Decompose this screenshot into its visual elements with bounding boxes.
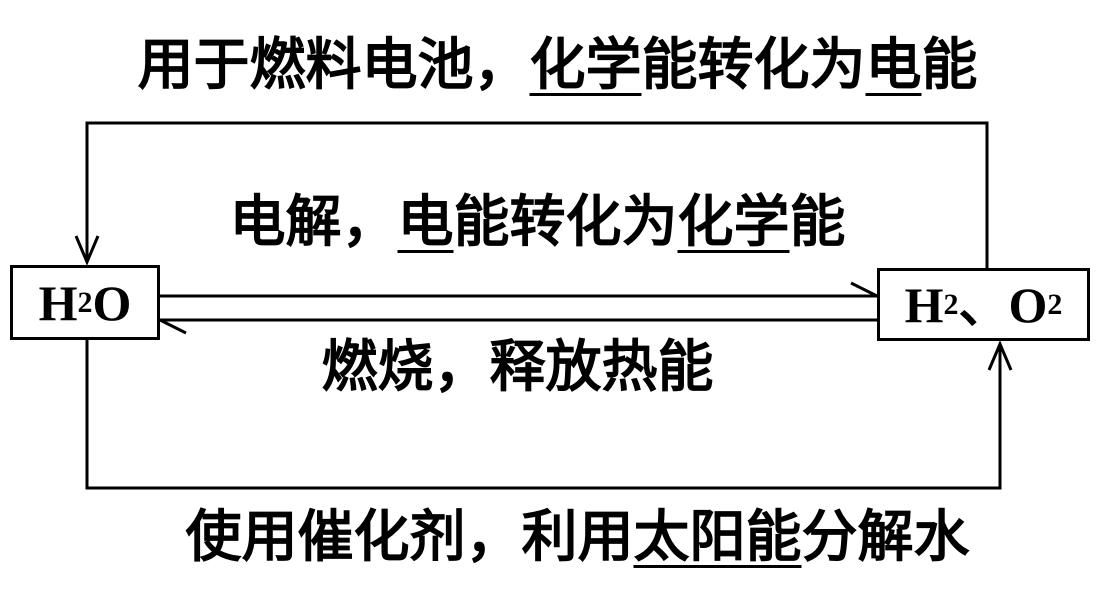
- top-loop-arrowhead: [74, 235, 100, 266]
- node-h2-h: H: [904, 276, 944, 333]
- caption-solar-underlined: 太阳能: [633, 505, 802, 570]
- forward-arrowhead: [850, 281, 878, 298]
- caption-solar-part: 分解水: [801, 505, 970, 570]
- caption-electrolysis: 电解，电能转化为化学能: [0, 195, 1095, 251]
- caption-fuel-cell-part: 用于燃料电池，: [137, 33, 530, 98]
- caption-electrolysis-underlined: 电: [397, 190, 454, 255]
- caption-fuel-cell-underlined: 化学: [529, 33, 642, 98]
- caption-fuel-cell-part: 能: [921, 33, 978, 98]
- node-water-h: H: [38, 274, 78, 331]
- caption-combustion: 燃烧，释放热能: [321, 335, 714, 400]
- caption-fuel-cell-underlined: 电: [865, 33, 922, 98]
- node-h2-subscript: 2: [943, 287, 959, 321]
- node-water-subscript: 2: [77, 285, 93, 319]
- caption-electrolysis-underlined: 化学: [677, 190, 790, 255]
- caption-solar-part: 使用催化剂，利用: [185, 505, 634, 570]
- node-water-o: O: [92, 274, 132, 331]
- bottom-loop-line: [85, 340, 1002, 490]
- caption-fuel-cell-part: 能转化为: [641, 33, 866, 98]
- caption-solar-catalysis: 使用催化剂，利用太阳能分解水: [20, 510, 1115, 566]
- backward-arrowhead: [159, 318, 187, 335]
- bottom-loop-arrowhead: [987, 340, 1013, 371]
- caption-electrolysis-part: 电解，: [229, 190, 398, 255]
- caption-electrolysis-part: 能: [789, 190, 846, 255]
- node-separator-o: 、O: [958, 276, 1048, 333]
- top-loop-line: [85, 121, 989, 268]
- node-o2-subscript: 2: [1047, 287, 1063, 321]
- caption-electrolysis-part: 能转化为: [453, 190, 678, 255]
- caption-fuel-cell: 用于燃料电池，化学能转化为电能: [0, 38, 1115, 94]
